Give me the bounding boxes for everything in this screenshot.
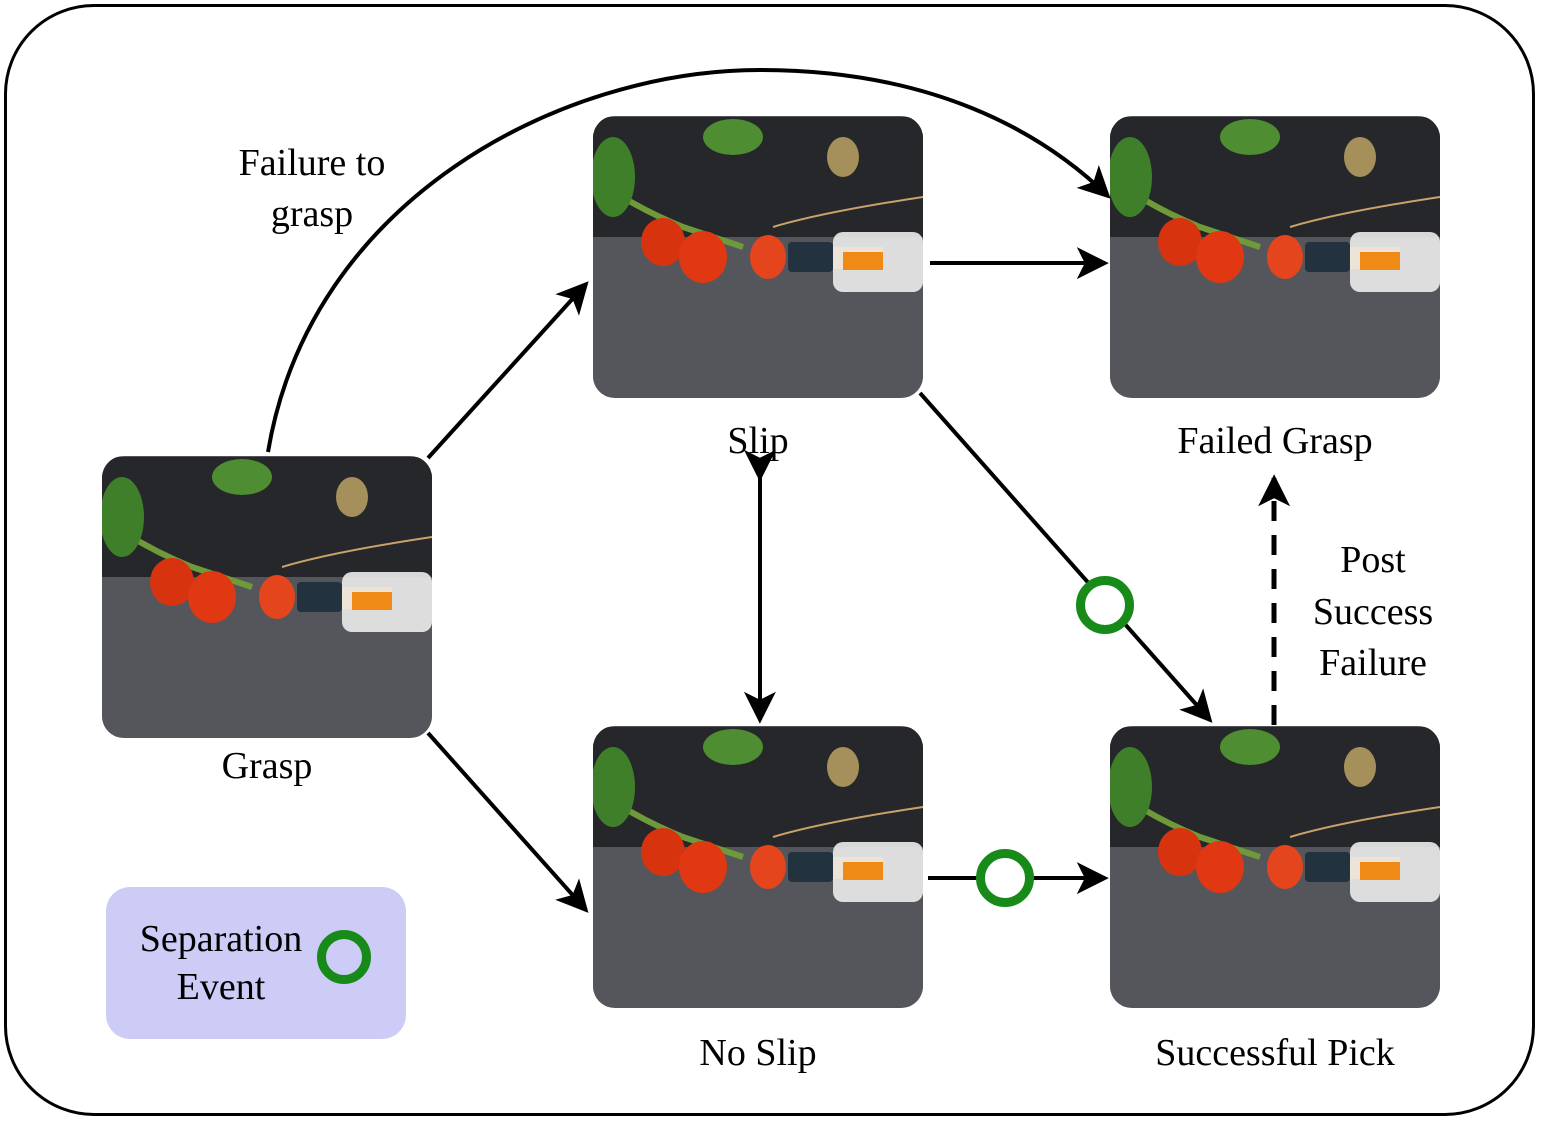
arrow-slip-to-success	[918, 391, 1213, 723]
diagram-frame	[4, 4, 1535, 1116]
label-failed-grasp: Failed Grasp	[1177, 420, 1373, 462]
arrow-grasp-to-slip	[426, 281, 589, 460]
label-no-slip: No Slip	[699, 1032, 817, 1074]
photo-successful-pick	[1110, 726, 1440, 1008]
separation-marker-icon	[976, 849, 1034, 907]
label-post-success-failure: Post Success Failure	[1312, 539, 1434, 685]
label-grasp: Grasp	[221, 745, 313, 787]
label-slip: Slip	[727, 420, 789, 462]
legend-label: Separation Event	[139, 918, 303, 1009]
separation-marker-icon	[1076, 576, 1134, 634]
arrow-failure-to-grasp	[266, 67, 1111, 453]
photo-grasp	[102, 456, 432, 738]
photo-slip	[593, 116, 923, 398]
arrow-grasp-to-no-slip	[426, 731, 589, 913]
label-failure-to-grasp: Failure to grasp	[238, 142, 386, 236]
legend-separation-icon	[317, 930, 371, 984]
legend: Separation Event	[106, 887, 406, 1039]
photo-no-slip	[593, 726, 923, 1008]
photo-failed-grasp	[1110, 116, 1440, 398]
label-successful-pick: Successful Pick	[1155, 1032, 1395, 1074]
